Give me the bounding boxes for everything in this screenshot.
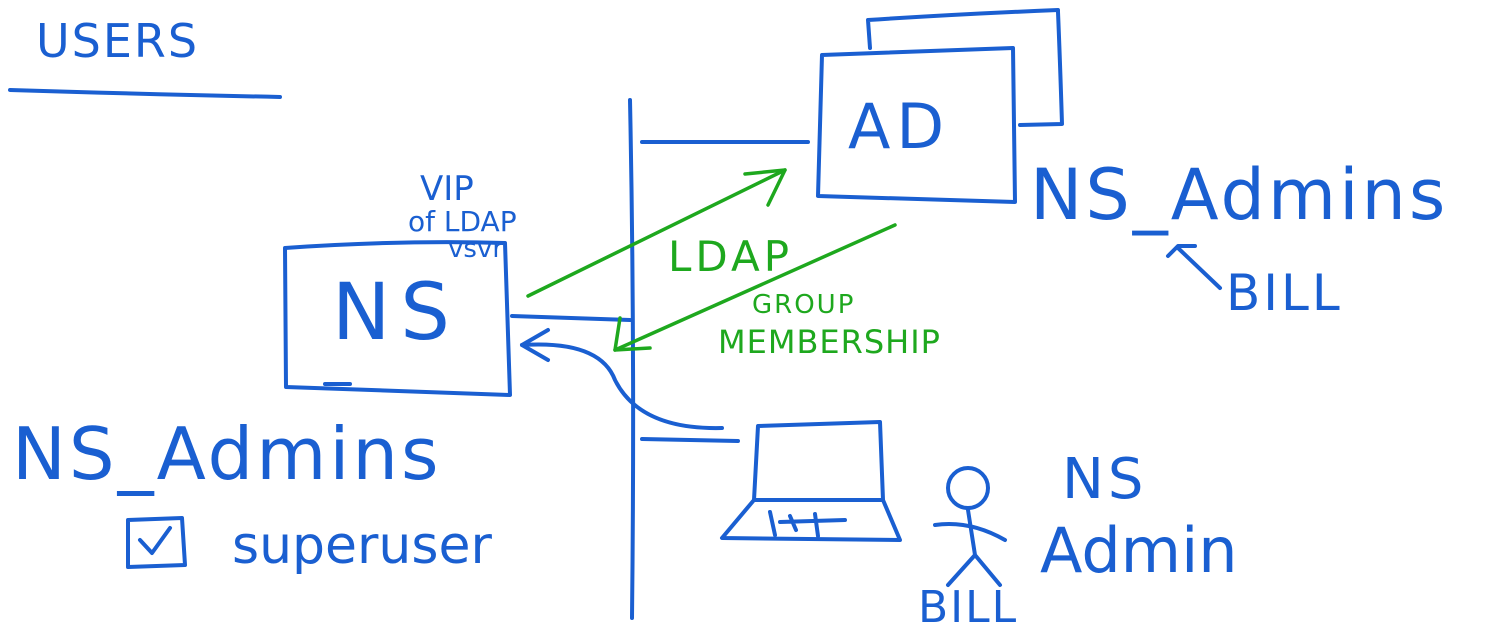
- ad-group-member: BILL: [1226, 264, 1343, 322]
- membership-arrowhead: [613, 316, 652, 352]
- ns-box-label: NS: [332, 268, 460, 358]
- laptop-screen: [752, 420, 885, 502]
- ad-back-box: [866, 8, 1064, 127]
- laptop-base: [720, 498, 902, 542]
- vip-note-line2: of LDAP: [408, 205, 517, 238]
- vip-note-line1: VIP: [420, 169, 474, 209]
- ad-front-box: [816, 46, 1017, 204]
- ad-group-name: NS_Admins: [1030, 154, 1449, 236]
- ns-connection: [510, 314, 632, 322]
- membership-arrow: [613, 223, 897, 352]
- superuser-checkbox: [126, 516, 187, 569]
- heading-underline: [8, 88, 282, 99]
- membership-label-line2: MEMBERSHIP: [718, 323, 941, 361]
- user-name: BILL: [918, 582, 1019, 633]
- user-login-arrowhead: [520, 328, 550, 362]
- user-login-arrow: [520, 342, 724, 431]
- laptop-connection: [640, 437, 740, 443]
- user-role-line1: NS: [1062, 447, 1148, 512]
- ldap-arrow: [526, 168, 787, 298]
- ad-box-label: AD: [848, 90, 951, 163]
- member-arrow: [1166, 244, 1222, 290]
- ns-group-permission: superuser: [232, 516, 492, 576]
- membership-label-line1: GROUP: [752, 290, 856, 320]
- ldap-arrow-label: LDAP: [668, 232, 794, 281]
- laptop-keys: [768, 510, 847, 538]
- superuser-checkmark: [138, 526, 172, 555]
- network-line: [628, 98, 636, 620]
- stick-figure-body: [933, 508, 1007, 587]
- user-role-line2: Admin: [1040, 514, 1238, 587]
- ns-group-name: NS_Admins: [12, 412, 442, 496]
- vip-note-line3: vsvr: [448, 234, 504, 264]
- stick-figure-head: [946, 466, 990, 510]
- heading-title: USERS: [36, 14, 200, 68]
- ns-box: [283, 240, 512, 397]
- ldap-arrowhead: [743, 168, 787, 207]
